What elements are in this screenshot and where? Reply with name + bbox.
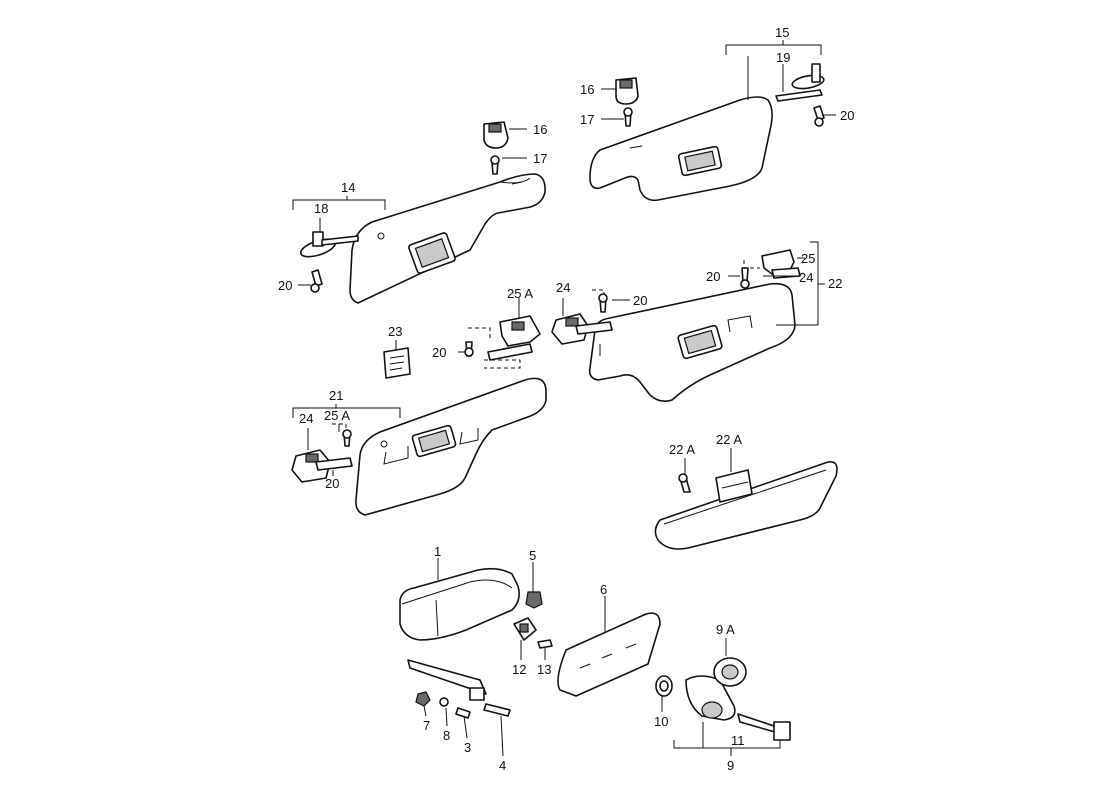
label-17: 17	[580, 112, 594, 127]
sun-visor-21	[355, 377, 547, 516]
label-16: 16	[580, 82, 594, 97]
sun-visor-right	[589, 96, 773, 202]
label-25: 25	[801, 251, 815, 266]
sun-visor-left	[349, 173, 546, 304]
label-16: 16	[533, 122, 547, 137]
label-6: 6	[600, 582, 607, 597]
label-20: 20	[432, 345, 446, 360]
glove-box-1	[399, 567, 520, 641]
leader-lines	[292, 40, 836, 757]
label-21: 21	[329, 388, 343, 403]
label-20: 20	[325, 476, 339, 491]
lid-6	[557, 612, 661, 697]
part-12	[513, 617, 553, 649]
label-14: 14	[341, 180, 355, 195]
label-18: 18	[314, 201, 328, 216]
label-8: 8	[443, 728, 450, 743]
part-5	[525, 591, 543, 609]
label-19: 19	[776, 50, 790, 65]
label-15: 15	[775, 25, 789, 40]
label-24: 24	[799, 270, 813, 285]
strap-hardware	[407, 659, 511, 719]
label-10: 10	[654, 714, 668, 729]
label-22A: 22 A	[716, 432, 742, 447]
visor-clip-24-right	[551, 289, 613, 345]
label-25A: 25 A	[507, 286, 533, 301]
label-20: 20	[633, 293, 647, 308]
visor-clip-24-left	[291, 423, 353, 483]
label-24: 24	[556, 280, 570, 295]
label-9: 9	[727, 758, 734, 773]
visor-clip-right	[615, 77, 639, 127]
label-17: 17	[533, 151, 547, 166]
callout-labels: 14 18 20 16 17 15 19 16 17 20 25 24 22 2…	[278, 25, 854, 773]
sun-visor-22	[588, 282, 796, 402]
label-20: 20	[706, 269, 720, 284]
label-20: 20	[840, 108, 854, 123]
label-5: 5	[529, 548, 536, 563]
label-20: 20	[278, 278, 292, 293]
label-24: 24	[299, 411, 313, 426]
visor-hinge-25a	[464, 315, 541, 369]
label-card-23	[383, 347, 411, 379]
visor-clip-left	[483, 121, 509, 175]
label-3: 3	[464, 740, 471, 755]
label-13: 13	[537, 662, 551, 677]
label-25A: 25 A	[324, 408, 350, 423]
label-7: 7	[423, 718, 430, 733]
visor-hinge-25	[740, 249, 801, 289]
label-4: 4	[499, 758, 506, 773]
label-9A: 9 A	[716, 622, 735, 637]
lock-assembly-9	[655, 657, 791, 741]
grab-handle-22a	[654, 460, 838, 550]
label-22: 22	[828, 276, 842, 291]
label-12: 12	[512, 662, 526, 677]
visor-bracket-left	[299, 231, 359, 293]
visor-bracket-right	[775, 63, 825, 127]
label-22A: 22 A	[669, 442, 695, 457]
label-11: 11	[731, 733, 745, 748]
label-1: 1	[434, 544, 441, 559]
label-23: 23	[388, 324, 402, 339]
